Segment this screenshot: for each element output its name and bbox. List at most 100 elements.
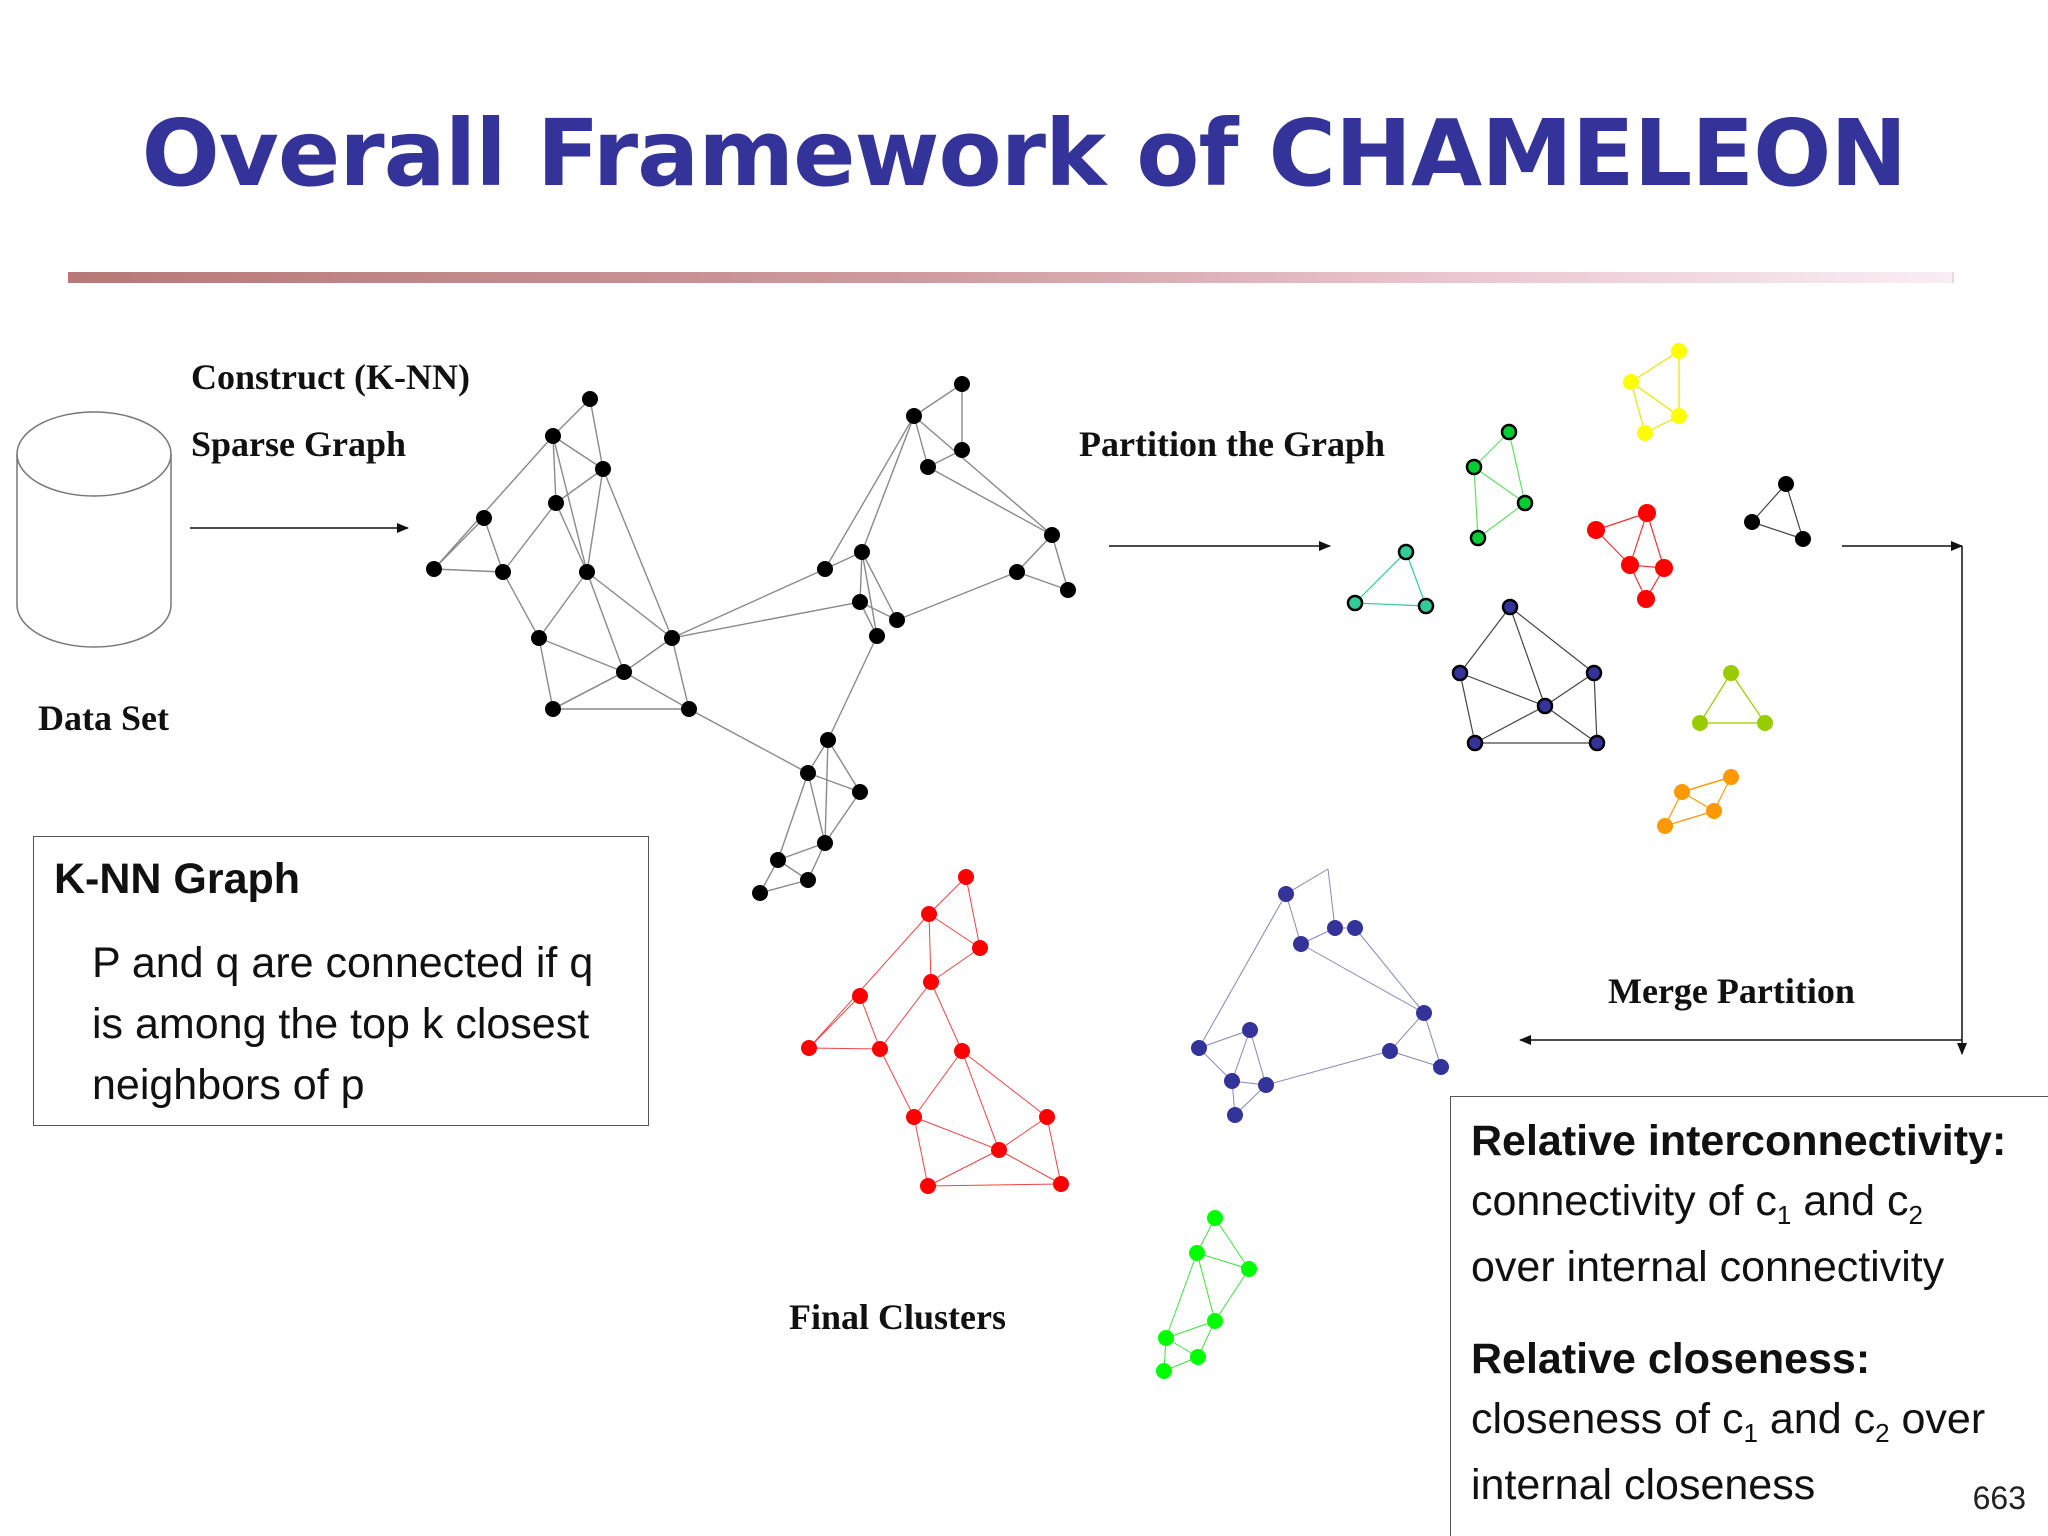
graph-node xyxy=(1397,543,1415,561)
final-cluster-red xyxy=(801,869,1069,1194)
graph-node xyxy=(752,885,768,901)
graph-node xyxy=(801,1040,817,1056)
data-set-label: Data Set xyxy=(38,698,169,738)
flow-arrows xyxy=(190,523,1967,1055)
graph-node xyxy=(1536,697,1554,715)
closeness-heading: Relative closeness: xyxy=(1471,1335,1871,1383)
graph-node xyxy=(852,784,868,800)
graph-node xyxy=(1278,886,1294,902)
graph-node xyxy=(920,459,936,475)
graph-node xyxy=(958,869,974,885)
graph-node xyxy=(906,1109,922,1125)
graph-node xyxy=(426,561,442,577)
graph-node xyxy=(1637,425,1653,441)
graph-node xyxy=(1744,514,1760,530)
graph-node xyxy=(1657,818,1673,834)
graph-node xyxy=(1638,504,1656,522)
graph-node xyxy=(1692,715,1708,731)
graph-node xyxy=(954,1043,970,1059)
slide-title: Overall Framework of CHAMELEON xyxy=(141,100,1908,207)
partition-label: Partition the Graph xyxy=(1079,424,1385,464)
partition-cluster-navy xyxy=(1451,598,1606,752)
graph-node xyxy=(1671,408,1687,424)
closeness-text-line1: closeness of c1 and c2 over xyxy=(1471,1395,1986,1448)
graph-node xyxy=(954,376,970,392)
graph-node xyxy=(582,391,598,407)
graph-node xyxy=(1623,374,1639,390)
graph-node xyxy=(545,701,561,717)
graph-node xyxy=(1009,564,1025,580)
partition-cluster-red xyxy=(1587,504,1673,608)
graph-node xyxy=(1053,1176,1069,1192)
relative-measures-box: Relative interconnectivity: connectivity… xyxy=(1450,1096,2048,1536)
graph-node xyxy=(531,630,547,646)
graph-node xyxy=(869,628,885,644)
graph-node xyxy=(1516,494,1534,512)
graph-node xyxy=(476,510,492,526)
graph-node xyxy=(1501,598,1519,616)
interconnectivity-text-line2: over internal connectivity xyxy=(1471,1243,1945,1291)
database-cylinder-icon xyxy=(16,411,172,648)
graph-node xyxy=(1293,936,1309,952)
graph-node xyxy=(595,461,611,477)
partition-cluster-black xyxy=(1744,476,1811,547)
graph-node xyxy=(1500,423,1518,441)
graph-node xyxy=(1347,920,1363,936)
final-cluster-green xyxy=(1156,1210,1257,1379)
graph-node xyxy=(616,664,632,680)
graph-node xyxy=(1039,1109,1055,1125)
final-cluster-navy xyxy=(1191,868,1449,1123)
partition-cluster-teal xyxy=(1346,543,1435,615)
graph-node xyxy=(545,428,561,444)
page-number: 663 xyxy=(1972,1480,2026,1516)
graph-node xyxy=(548,495,564,511)
graph-node xyxy=(854,544,870,560)
graph-node xyxy=(1585,664,1603,682)
closeness-text-line2: internal closeness xyxy=(1471,1461,1816,1509)
graph-node xyxy=(1158,1330,1174,1346)
graph-node xyxy=(1671,343,1687,359)
graph-node xyxy=(889,612,905,628)
graph-node xyxy=(664,630,680,646)
graph-node xyxy=(1795,531,1811,547)
graph-node xyxy=(770,852,786,868)
partitioned-clusters xyxy=(1346,343,1811,834)
interconnectivity-text-line1: connectivity of c1 and c2 xyxy=(1471,1177,1923,1230)
graph-node xyxy=(1156,1363,1172,1379)
graph-node xyxy=(872,1041,888,1057)
graph-node xyxy=(1258,1077,1274,1093)
merge-partition-label: Merge Partition xyxy=(1608,971,1855,1011)
graph-node xyxy=(681,701,697,717)
graph-node xyxy=(906,408,922,424)
graph-node xyxy=(800,872,816,888)
graph-node xyxy=(920,1178,936,1194)
graph-node xyxy=(972,940,988,956)
graph-node xyxy=(1706,803,1722,819)
final-clusters xyxy=(801,868,1449,1379)
title-divider xyxy=(68,272,1954,283)
graph-node xyxy=(1723,769,1739,785)
graph-node xyxy=(1416,1005,1432,1021)
graph-node xyxy=(1327,920,1343,936)
graph-node xyxy=(817,835,833,851)
graph-node xyxy=(1637,590,1655,608)
graph-node xyxy=(1621,556,1639,574)
graph-node xyxy=(954,442,970,458)
graph-node xyxy=(1242,1022,1258,1038)
graph-node xyxy=(1346,594,1364,612)
partition-cluster-lime xyxy=(1692,665,1773,731)
partition-cluster-orange xyxy=(1657,769,1739,834)
graph-node xyxy=(579,564,595,580)
knn-graph-box: K-NN Graph P and q are connected if q is… xyxy=(33,836,649,1126)
graph-node xyxy=(1190,1349,1206,1365)
final-clusters-label: Final Clusters xyxy=(789,1297,1007,1337)
graph-node xyxy=(1207,1313,1223,1329)
graph-node xyxy=(1224,1073,1240,1089)
graph-node xyxy=(1587,521,1605,539)
graph-node xyxy=(1227,1107,1243,1123)
graph-node xyxy=(1757,715,1773,731)
partition-cluster-yellow xyxy=(1623,343,1687,441)
knn-graph-description: P and q are connected if q is among the … xyxy=(92,939,594,1109)
graph-node xyxy=(1417,597,1435,615)
partition-cluster-green xyxy=(1465,423,1534,547)
